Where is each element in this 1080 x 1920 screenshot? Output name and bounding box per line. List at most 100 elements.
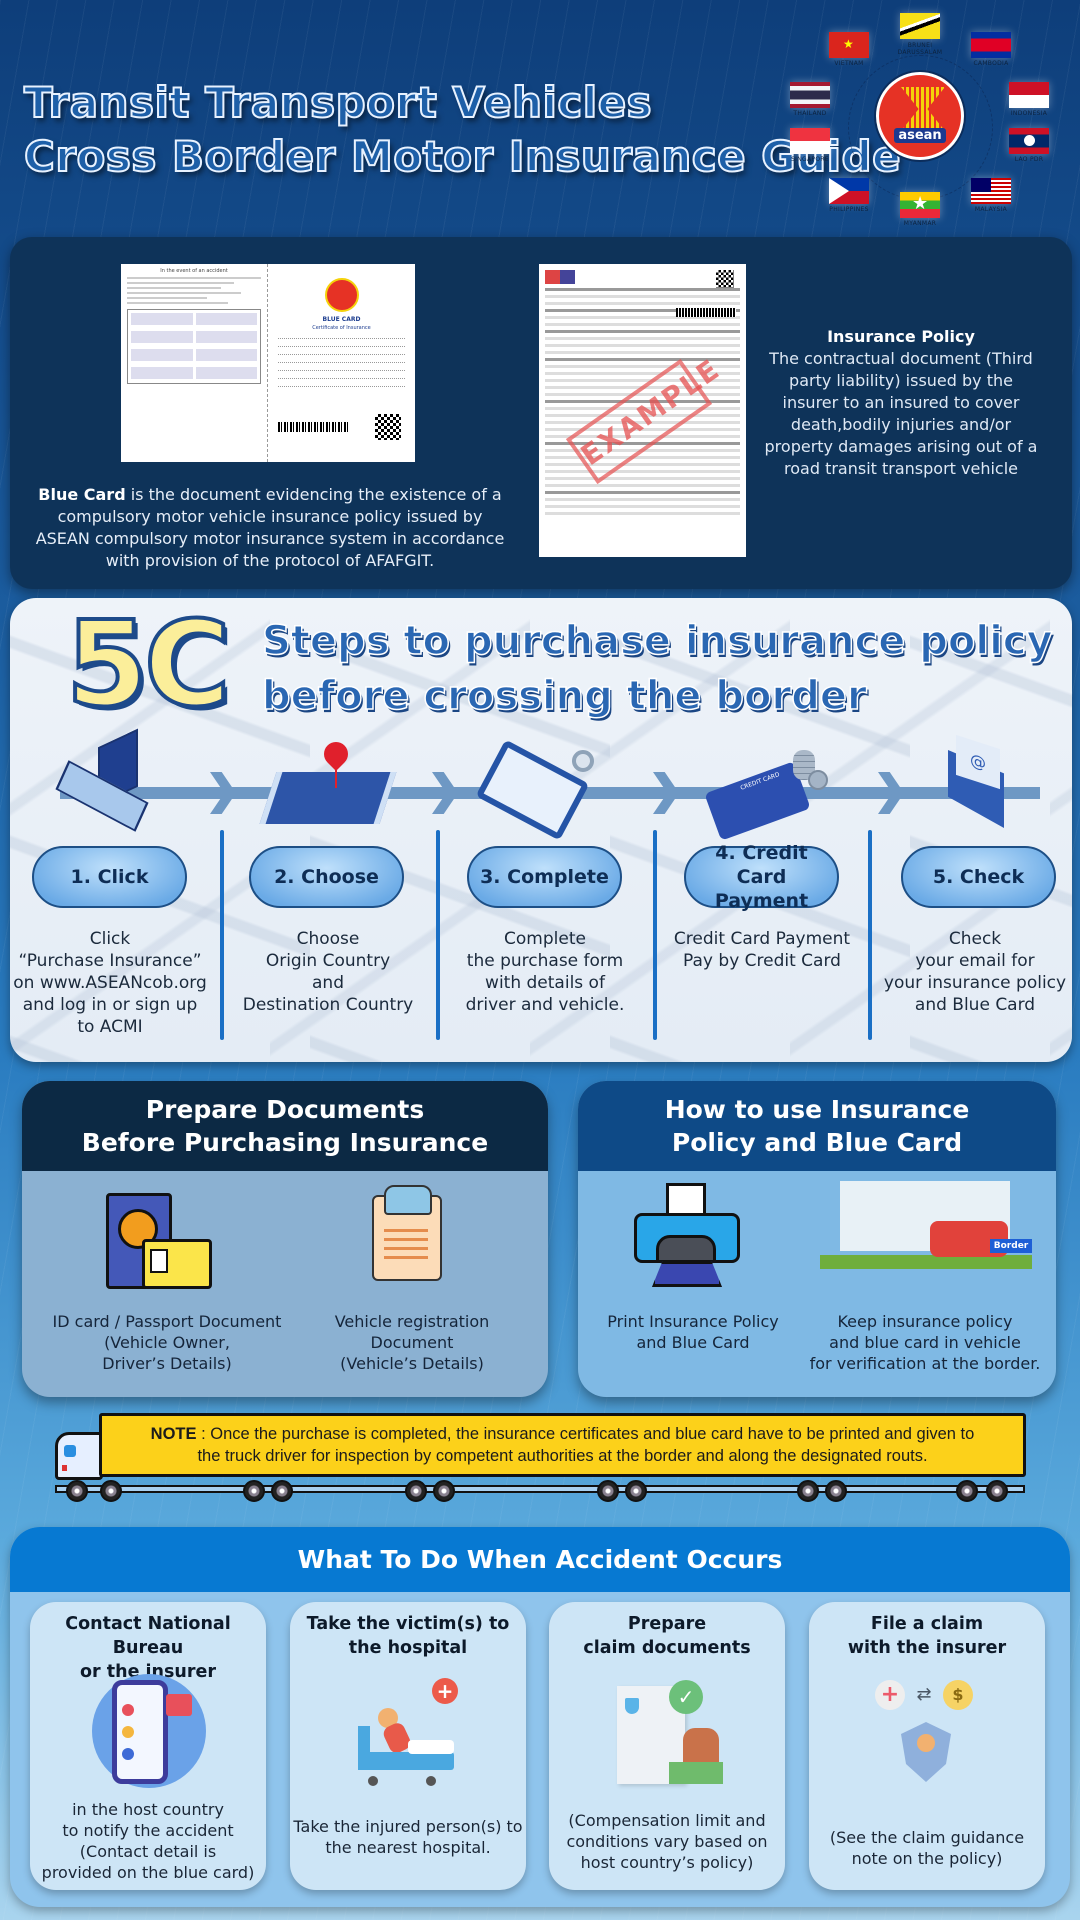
step-divider [653, 830, 657, 1040]
note-banner: NOTE : Once the purchase is completed, t… [99, 1413, 1026, 1477]
label-line: and Blue Card [636, 1333, 750, 1352]
title-line: the hospital [348, 1638, 468, 1658]
desc-line: with details of [485, 973, 605, 993]
hospital-bed-icon: + [356, 1678, 466, 1788]
wheel-icon [625, 1480, 647, 1502]
title-line: with the insurer [847, 1638, 1007, 1658]
wheel-icon [433, 1480, 455, 1502]
wheel-icon [825, 1480, 847, 1502]
print-label: Print Insurance Policy and Blue Card [588, 1311, 798, 1353]
flag-myanmar-icon: ★ [900, 192, 940, 218]
desc-line: note on the policy) [851, 1849, 1003, 1868]
desc-line: to ACMI [77, 1017, 143, 1037]
wheel-icon [986, 1480, 1008, 1502]
id-passport-label: ID card / Passport Document (Vehicle Own… [32, 1311, 302, 1374]
title-line: or the insurer [80, 1662, 216, 1682]
insurance-policy-image: EXAMPLE [539, 264, 746, 557]
label-line: Print Insurance Policy [607, 1312, 779, 1331]
qr-code-icon [375, 414, 401, 440]
step-divider [436, 830, 440, 1040]
step-label: 5. Check [932, 866, 1025, 888]
step-divider [220, 830, 224, 1040]
world-map-pin-icon [258, 737, 398, 830]
accident-step-contact: Contact National Bureau or the insurer i… [30, 1602, 266, 1890]
title-line: claim documents [583, 1638, 751, 1658]
blue-card-front: BLUE CARD Certificate of Insurance [268, 264, 415, 462]
desc-line: Take the injured person(s) to [293, 1817, 523, 1836]
flag-malaysia-icon [971, 178, 1011, 204]
accident-step-hospital: Take the victim(s) to the hospital + Tak… [290, 1602, 526, 1890]
steps-title: Steps to purchase insurance policy befor… [261, 614, 1053, 724]
desc-line: Complete [504, 929, 586, 949]
accident-step-desc: in the host country to notify the accide… [30, 1799, 266, 1883]
desc-line: Pay by Credit Card [683, 951, 841, 971]
wheel-icon [243, 1480, 265, 1502]
flag-label-cambodia: CAMBODIA [973, 60, 1009, 67]
barcode-icon [676, 308, 736, 317]
desc-line: Click [89, 929, 131, 949]
wheel-icon [66, 1480, 88, 1502]
blue-card-back: In the event of an accident [121, 264, 268, 462]
desc-line: “Purchase Insurance” [18, 951, 202, 971]
accident-step-desc: (Compensation limit and conditions vary … [549, 1810, 785, 1873]
flag-laos-icon [1009, 128, 1049, 154]
aseancob-link[interactable]: on www.ASEANcob.org [13, 973, 207, 993]
label-line: (Vehicle Owner, [104, 1333, 230, 1352]
how-to-use-body: Border Print Insurance Policy and Blue C… [578, 1171, 1056, 1397]
desc-line: conditions vary based on [566, 1832, 768, 1851]
flag-label-malaysia: MALAYSIA [974, 206, 1008, 213]
step-2-choose-button[interactable]: 2. Choose [249, 846, 404, 908]
blue-card-image: In the event of an accident BLUE CARD Ce… [121, 264, 415, 462]
wheel-icon [405, 1480, 427, 1502]
prepare-title-line-2: Before Purchasing Insurance [81, 1128, 489, 1157]
how-to-title-line-2: Policy and Blue Card [671, 1128, 963, 1157]
flag-indonesia-icon [1009, 82, 1049, 108]
desc-line: host country’s policy) [580, 1853, 754, 1872]
step-label: 3. Complete [480, 866, 609, 888]
desc-line: Choose [296, 929, 360, 949]
how-to-use-card: How to use Insurance Policy and Blue Car… [578, 1081, 1056, 1397]
title-line: File a claim [870, 1614, 984, 1634]
asean-wordmark: asean [894, 128, 946, 143]
step-3-complete-button[interactable]: 3. Complete [467, 846, 622, 908]
flag-label-laos: LAO PDR [1014, 156, 1044, 163]
desc-line: Check [948, 929, 1002, 949]
step-5-check-button[interactable]: 5. Check [901, 846, 1056, 908]
barcode-icon [278, 422, 348, 432]
border-checkpoint-icon: Border [820, 1181, 1032, 1281]
laptop-icon [55, 728, 162, 832]
step-label: 2. Choose [274, 866, 379, 888]
how-to-use-header: How to use Insurance Policy and Blue Car… [578, 1081, 1056, 1171]
wheel-icon [597, 1480, 619, 1502]
desc-line: provided on the blue card) [41, 1863, 255, 1882]
flag-vietnam-icon: ★ [829, 32, 869, 58]
title-line: Take the victim(s) to [306, 1614, 510, 1634]
flag-label-myanmar: MYANMAR [903, 220, 937, 227]
note-text-line-2: the truck driver for inspection by compe… [197, 1447, 928, 1465]
wheel-icon [956, 1480, 978, 1502]
desc-line: driver and vehicle. [465, 995, 625, 1015]
step-divider [868, 830, 872, 1040]
accident-step-title: Prepare claim documents [549, 1612, 785, 1660]
claim-documents-icon: ✓ [617, 1680, 727, 1790]
label-line: for verification at the border. [809, 1354, 1041, 1373]
step-5-description: Check your email for your insurance poli… [875, 928, 1075, 1016]
step-4-payment-button[interactable]: 4. Credit Card Payment [684, 842, 839, 912]
smartphone-contact-icon [92, 1674, 206, 1788]
step-4-description: Credit Card Payment Pay by Credit Card [662, 928, 862, 972]
desc-line: (See the claim guidance [829, 1828, 1025, 1847]
flag-label-vietnam: VIETNAM [834, 60, 864, 67]
desc-line: your email for [915, 951, 1035, 971]
desc-line: the nearest hospital. [325, 1838, 491, 1857]
steps-title-line-2: before crossing the border [261, 672, 867, 720]
title-line: Contact National Bureau [65, 1614, 231, 1658]
step-1-click-button[interactable]: 1. Click [32, 846, 187, 908]
flag-brunei-icon [900, 13, 940, 39]
blue-card-title: BLUE CARD [322, 316, 361, 323]
flag-label-philippines: PHILIPPINES [829, 206, 869, 213]
blue-card-back-heading: In the event of an accident [160, 268, 228, 274]
passport-id-icon [106, 1183, 218, 1293]
qr-code-icon [716, 270, 734, 288]
step-label: 4. Credit Card Payment [714, 842, 809, 912]
desc-line: Credit Card Payment [673, 929, 851, 949]
